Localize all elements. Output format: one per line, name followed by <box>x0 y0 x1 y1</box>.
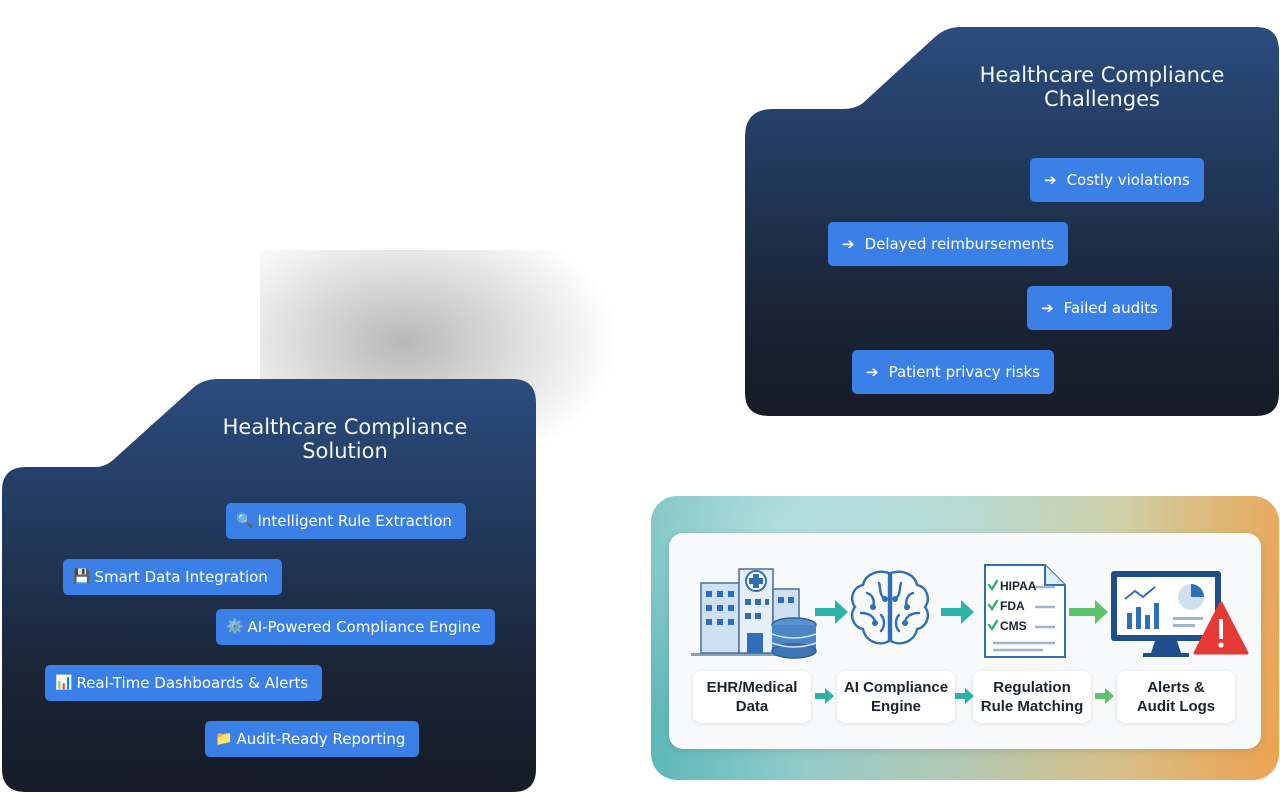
pipeline-inner: HIPAA FDA CMS <box>669 533 1261 749</box>
solution-title-line1: Healthcare Compliance <box>222 415 468 439</box>
arrow-right-icon: ➔ <box>866 363 879 381</box>
flow-arrow-icon <box>1095 688 1114 704</box>
solution-title: Healthcare Compliance Solution <box>202 415 488 463</box>
challenges-title: Healthcare Compliance Challenges <box>965 63 1239 111</box>
folder-icon: 📁 <box>215 731 233 747</box>
solution-rule-extraction[interactable]: 🔍 Intelligent Rule Extraction <box>226 503 466 539</box>
challenge-label: Delayed reimbursements <box>864 235 1055 253</box>
challenge-costly-violations[interactable]: ➔ Costly violations <box>1030 158 1204 202</box>
flow-arrow-icon <box>955 688 974 704</box>
flow-arrow-icon <box>1069 600 1108 624</box>
arrow-right-icon: ➔ <box>842 235 855 253</box>
solution-label: Intelligent Rule Extraction <box>257 512 452 530</box>
stage-alerts-audit-logs: Alerts &Audit Logs <box>1117 671 1235 723</box>
flow-arrow-icon <box>941 600 974 624</box>
hospital-database-icon <box>691 568 817 659</box>
challenge-label: Costly violations <box>1066 171 1190 189</box>
solution-compliance-engine[interactable]: ⚙️ AI-Powered Compliance Engine <box>216 609 495 645</box>
gear-icon: ⚙️ <box>226 619 244 635</box>
solution-dashboards-alerts[interactable]: 📊 Real-Time Dashboards & Alerts <box>45 665 322 701</box>
monitor-alert-icon <box>1111 571 1249 657</box>
challenges-title-line2: Challenges <box>1044 87 1160 111</box>
solution-label: Smart Data Integration <box>94 568 268 586</box>
compliance-pipeline-panel: HIPAA FDA CMS <box>651 496 1279 780</box>
challenge-delayed-reimbursements[interactable]: ➔ Delayed reimbursements <box>828 222 1068 266</box>
solution-data-integration[interactable]: 💾 Smart Data Integration <box>63 559 282 595</box>
challenges-card: Healthcare Compliance Challenges ➔ Costl… <box>745 27 1279 416</box>
solution-label: Audit-Ready Reporting <box>236 730 406 748</box>
challenge-failed-audits[interactable]: ➔ Failed audits <box>1027 286 1172 330</box>
floppy-disk-icon: 💾 <box>73 569 91 585</box>
solution-audit-reporting[interactable]: 📁 Audit-Ready Reporting <box>205 721 419 757</box>
arrow-right-icon: ➔ <box>1044 171 1057 189</box>
challenge-label: Patient privacy risks <box>888 363 1041 381</box>
magnifier-icon: 🔍 <box>236 513 254 529</box>
solution-title-line2: Solution <box>302 439 388 463</box>
checklist-item-hipaa: HIPAA <box>1000 579 1037 593</box>
checklist-item-fda: FDA <box>1000 599 1025 613</box>
arrow-right-icon: ➔ <box>1041 299 1054 317</box>
challenges-title-line1: Healthcare Compliance <box>979 63 1225 87</box>
solution-label: AI-Powered Compliance Engine <box>247 618 481 636</box>
background-heading: ation <box>20 300 184 373</box>
flow-arrow-icon <box>815 600 848 624</box>
checklist-item-cms: CMS <box>1000 619 1027 633</box>
challenge-label: Failed audits <box>1063 299 1158 317</box>
bar-chart-icon: 📊 <box>55 675 73 691</box>
challenge-patient-privacy-risks[interactable]: ➔ Patient privacy risks <box>852 350 1054 394</box>
flow-arrow-icon <box>815 688 834 704</box>
solution-label: Real-Time Dashboards & Alerts <box>76 674 309 692</box>
solution-card: Healthcare Compliance Solution 🔍 Intelli… <box>2 379 536 792</box>
checklist-document-icon: HIPAA FDA CMS <box>984 564 1066 658</box>
brain-icon <box>851 570 929 645</box>
